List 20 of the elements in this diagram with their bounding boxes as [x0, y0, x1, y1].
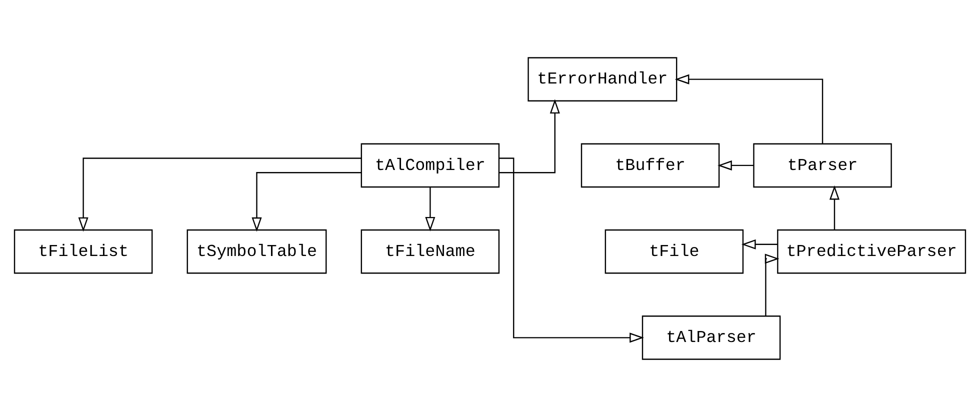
node-box: tFile: [604, 228, 744, 274]
node-box: tFileName: [360, 228, 500, 274]
arrow: [828, 184, 840, 230]
node-box: tSymbolTable: [186, 228, 326, 274]
node-box: tParser: [752, 142, 892, 188]
arrow: [764, 253, 779, 316]
arrow: [674, 74, 823, 144]
arrow: [251, 172, 361, 232]
node-box: tErrorHandler: [527, 56, 677, 101]
node-box: tBuffer: [580, 142, 720, 188]
arrow: [740, 238, 778, 249]
arrow: [717, 160, 753, 170]
node-box: tAlParser: [641, 315, 780, 360]
arrow: [424, 186, 435, 231]
node-box: tFileList: [13, 228, 152, 274]
node-box: tAlCompiler: [360, 142, 500, 188]
arrow: [78, 157, 361, 232]
node-box: tPredictiveParser: [776, 228, 966, 274]
arrow: [498, 98, 560, 173]
arrow: [498, 157, 644, 342]
